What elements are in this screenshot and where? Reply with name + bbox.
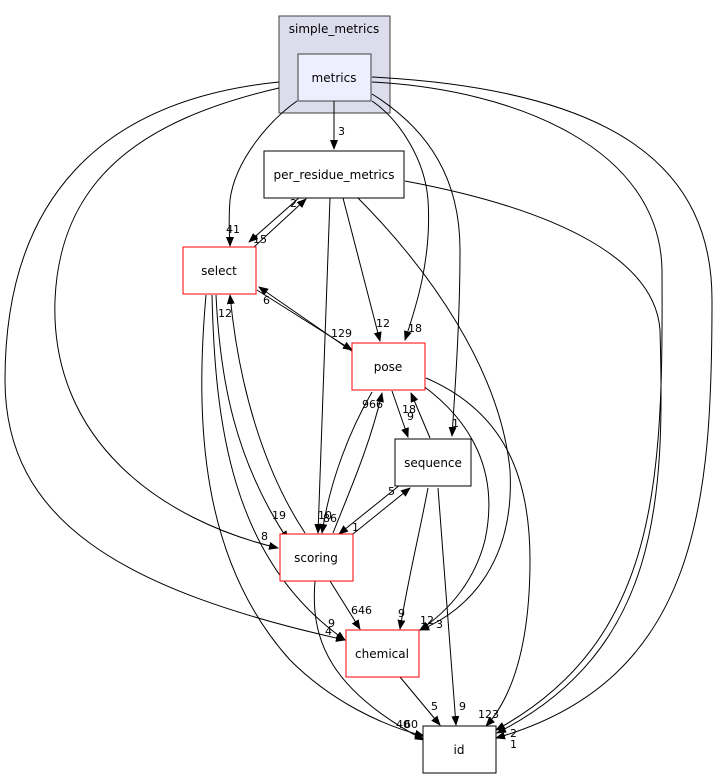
edge-per-residue-metrics-to-select — [248, 196, 301, 243]
node-metrics[interactable]: metrics — [297, 53, 372, 102]
edge-pose-to-sequence — [391, 390, 409, 438]
edge-per-residue-metrics-to-scoring — [314, 197, 331, 534]
cluster-simple-metrics-label: simple_metrics — [289, 22, 380, 36]
edge-sequence-to-scoring — [338, 484, 401, 535]
edge-label-scoring-pose-b: 86 — [323, 512, 337, 525]
edge-sequence-to-pose — [410, 392, 431, 439]
edge-label-pose-scoring: 966 — [362, 398, 383, 411]
edge-label-sequence-id: 9 — [459, 700, 466, 713]
edge-metrics-to-chemical-outer — [4, 81, 346, 642]
edge-label-select-pose: 129 — [331, 327, 352, 340]
edge-select-to-scoring — [215, 294, 289, 541]
edge-label-metrics-chemical-b: 4 — [325, 625, 332, 638]
edge-metrics-to-scoring — [54, 87, 280, 550]
edge-label-scoring-id: 60 — [404, 718, 418, 731]
edge-metrics-to-sequence — [371, 93, 461, 437]
edge-pose-to-chemical — [419, 384, 490, 631]
edge-metrics-to-pose — [371, 100, 430, 341]
edge-label-select-scoring: 19 — [272, 509, 286, 522]
edge-per-residue-metrics-to-chemical — [355, 195, 511, 631]
node-select-box[interactable] — [182, 246, 257, 295]
edge-label-prm-pose: 12 — [376, 317, 390, 330]
edge-per-residue-metrics-to-id — [404, 180, 662, 734]
node-per-residue-metrics-label: per_residue_metrics — [273, 168, 394, 182]
edge-pose-to-id — [425, 377, 531, 727]
edge-label-scoring-select: 12 — [218, 307, 232, 320]
edge-label-pose-sequence: 18 — [402, 403, 416, 416]
edge-scoring-to-chemical — [329, 580, 361, 630]
node-select[interactable]: select — [182, 246, 257, 295]
node-chemical[interactable]: chemical — [345, 629, 420, 678]
edge-label-metrics-select: 41 — [226, 223, 240, 236]
edge-scoring-to-id — [313, 580, 425, 741]
edge-label-prm-select: 15 — [253, 233, 267, 246]
edge-scoring-to-pose — [332, 392, 384, 534]
edge-label-metrics-pose: 18 — [408, 322, 422, 335]
edge-label-metrics-chemical-a: 9 — [328, 617, 335, 630]
node-sequence-label: sequence — [404, 456, 462, 470]
edge-scoring-to-sequence — [347, 487, 411, 539]
edge-label-metrics-sequence: 1 — [452, 417, 459, 430]
edge-pose-to-scoring — [319, 391, 373, 534]
edge-label-pose-id: 123 — [478, 708, 499, 721]
edge-label-scoring-sequence: 5 — [388, 485, 395, 498]
edge-metrics-to-select — [225, 100, 298, 247]
edge-label-scoring-pose-a: 10 — [318, 509, 332, 522]
node-sequence-box[interactable] — [394, 438, 472, 487]
edge-metrics-to-id-a — [371, 81, 663, 731]
edge-per-residue-metrics-to-pose — [342, 197, 382, 342]
node-scoring-label: scoring — [294, 551, 338, 565]
edge-label-select-id: 40 — [396, 718, 410, 731]
node-metrics-label: metrics — [312, 71, 357, 85]
edge-label-pose-chemical: 12 — [420, 614, 434, 627]
node-id-box[interactable] — [422, 725, 497, 774]
edge-select-to-chemical — [211, 294, 346, 641]
node-id[interactable]: id — [422, 725, 497, 774]
node-pose[interactable]: pose — [351, 342, 426, 391]
node-per-residue-metrics[interactable]: per_residue_metrics — [263, 150, 405, 199]
edge-sequence-to-id — [437, 487, 460, 726]
node-id-label: id — [454, 743, 465, 757]
edge-chemical-to-id — [399, 676, 441, 726]
edge-pose-to-select — [258, 286, 357, 355]
edge-select-to-id — [201, 294, 425, 738]
edge-label-prm-chemical: 3 — [436, 618, 443, 631]
edge-label-sequence-chemical: 9 — [398, 607, 405, 620]
node-select-label: select — [201, 264, 237, 278]
edge-label-scoring-chemical: 646 — [351, 604, 372, 617]
node-chemical-label: chemical — [355, 647, 409, 661]
node-pose-label: pose — [374, 360, 403, 374]
edge-label-metrics-scoring: 8 — [261, 530, 268, 543]
node-scoring-box[interactable] — [279, 533, 354, 582]
edge-label-sequence-scoring: 1 — [352, 521, 359, 534]
edge-scoring-to-select — [226, 294, 306, 534]
edge-label-sequence-pose: 9 — [407, 410, 414, 423]
edge-label-metrics-id-a: 2 — [510, 727, 517, 740]
edge-label-metrics-prm: 3 — [338, 125, 345, 138]
edge-label-metrics-id-b: 1 — [510, 738, 517, 751]
node-chemical-box[interactable] — [345, 629, 420, 678]
edge-sequence-to-chemical — [397, 487, 429, 630]
node-metrics-box[interactable] — [297, 53, 372, 102]
node-per-residue-metrics-box[interactable] — [263, 150, 405, 199]
node-scoring[interactable]: scoring — [279, 533, 354, 582]
edge-label-pose-select: 6 — [263, 294, 270, 307]
edge-select-to-per-residue-metrics — [253, 198, 307, 248]
edge-label-chemical-id: 5 — [431, 700, 438, 713]
node-sequence[interactable]: sequence — [394, 438, 472, 487]
edge-metrics-to-id-b — [371, 76, 713, 740]
node-pose-box[interactable] — [351, 342, 426, 391]
edge-label-select-prm: 2 — [290, 197, 297, 210]
